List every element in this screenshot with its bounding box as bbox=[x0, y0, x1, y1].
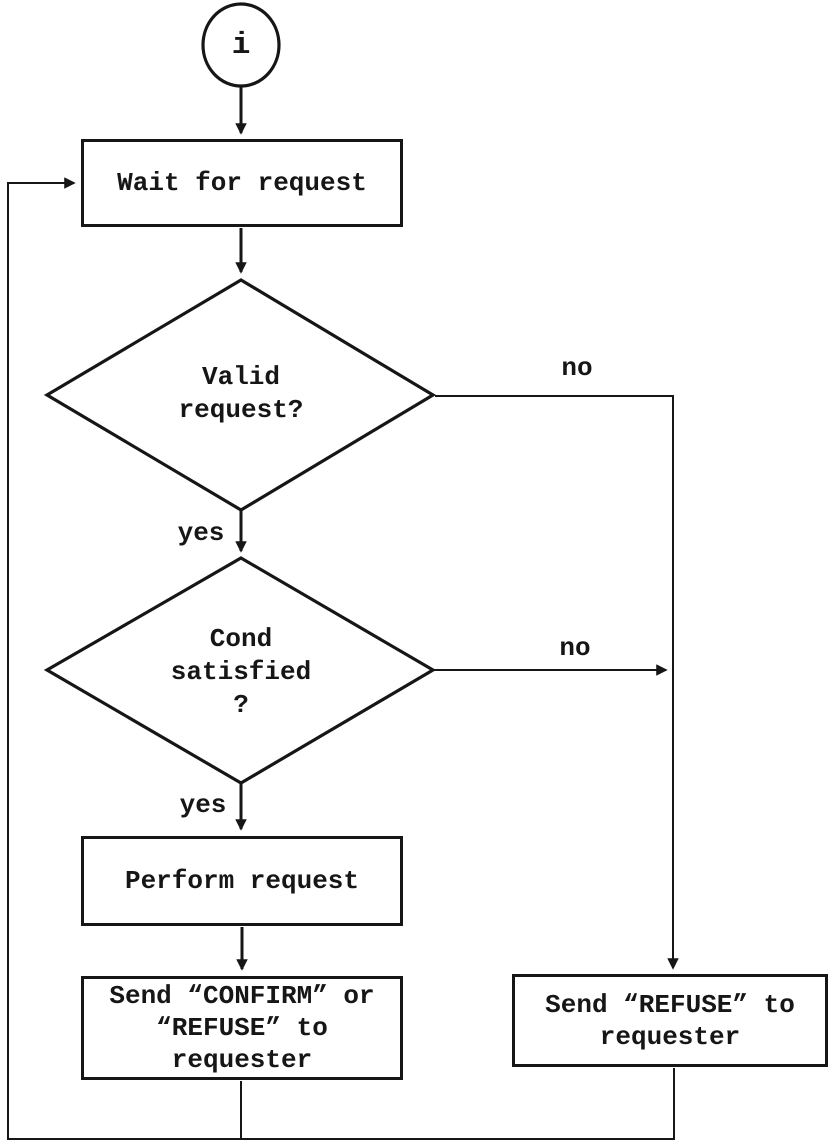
start-node-label: i bbox=[231, 27, 251, 63]
send-confirm-line1: Send “CONFIRM” or bbox=[109, 981, 375, 1011]
edge-label-cond-yes: yes bbox=[179, 789, 227, 820]
send-confirm-line3: requester bbox=[171, 1045, 313, 1075]
cond-satisfied-line3: ? bbox=[233, 690, 249, 720]
send-refuse-line1: Send “REFUSE” to bbox=[545, 989, 795, 1020]
send-confirm-line2: “REFUSE” to bbox=[156, 1013, 328, 1043]
send-refuse-box: Send “REFUSE” to requester bbox=[512, 974, 828, 1067]
cond-satisfied-line1: Cond bbox=[209, 624, 273, 654]
perform-request-box: Perform request bbox=[81, 836, 403, 926]
edge-label-valid-yes: yes bbox=[177, 517, 225, 548]
cond-satisfied-line2: satisfied bbox=[170, 657, 312, 687]
edge-label-valid-no: no bbox=[561, 352, 593, 383]
valid-request-line1: Valid bbox=[201, 362, 280, 392]
wait-for-request-box: Wait for request bbox=[81, 139, 403, 227]
send-refuse-line2: requester bbox=[599, 1021, 741, 1052]
edge-label-cond-no: no bbox=[559, 632, 591, 663]
valid-request-line2: request? bbox=[178, 395, 304, 425]
wait-for-request-label: Wait for request bbox=[117, 168, 367, 198]
send-confirm-box: Send “CONFIRM” or “REFUSE” to requester bbox=[81, 976, 403, 1080]
connector-valid-no-to-refuse bbox=[435, 395, 679, 970]
perform-request-label: Perform request bbox=[124, 866, 360, 896]
cond-satisfied-label: Cond satisfied ? bbox=[121, 623, 361, 722]
connector-loop-back-to-wait bbox=[7, 177, 675, 1140]
valid-request-diamond bbox=[43, 278, 437, 512]
start-node-ellipse bbox=[201, 2, 281, 88]
cond-satisfied-diamond bbox=[43, 556, 437, 785]
valid-request-label: Valid request? bbox=[121, 361, 361, 427]
